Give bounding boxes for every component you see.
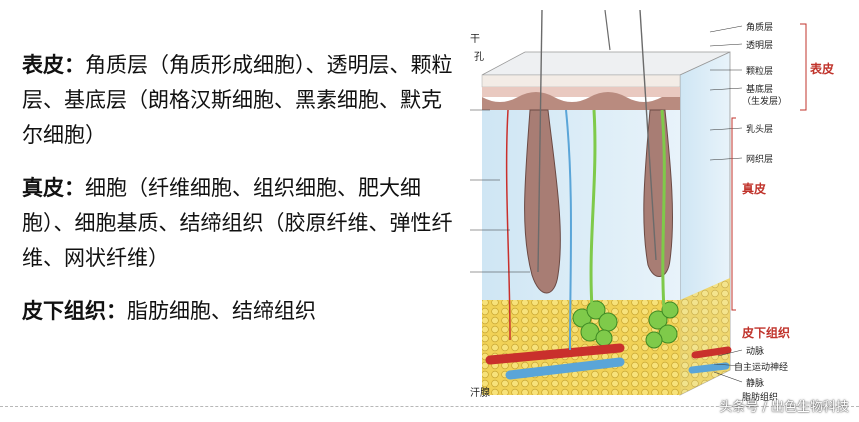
desc-dermis: 细胞（纤维细胞、组织细胞、肥大细胞）、细胞基质、结缔组织（胶原纤维、弹性纤维、网… — [22, 176, 453, 270]
sweat-duct-2 — [660, 109, 666, 311]
term-dermis: 真皮： — [22, 176, 85, 200]
artery-side — [691, 346, 732, 359]
paragraph-epidermis: 表皮：角质层（角质形成细胞）、透明层、颗粒层、基底层（朗格汉斯细胞、黑素细胞、默… — [22, 48, 462, 153]
capillary-blue — [565, 109, 572, 351]
paragraph-dermis: 真皮：细胞（纤维细胞、组织细胞、肥大细胞）、细胞基质、结缔组织（胶原纤维、弹性纤… — [22, 171, 462, 276]
label-nerve: 自主运动神经 — [734, 363, 789, 373]
vein-side — [688, 362, 730, 374]
leader-lines — [470, 25, 743, 383]
hair-shaft-3 — [604, 10, 611, 51]
label-papillary: 乳头层 — [746, 125, 774, 135]
artery — [485, 343, 625, 365]
capillary-red — [505, 109, 511, 341]
left-label-2: 汗腺 — [470, 388, 490, 399]
left-label-1: 孔 — [474, 52, 484, 63]
stratum-corneum — [481, 74, 681, 88]
label-germinative: （生发层） — [742, 97, 788, 107]
paragraph-subcutis: 皮下组织：脂肪细胞、结缔组织 — [22, 294, 462, 329]
label-stratum-lucidum: 透明层 — [746, 41, 774, 51]
label-artery: 动脉 — [746, 347, 765, 357]
label-vein: 静脉 — [746, 379, 765, 389]
hair-shaft-2 — [639, 10, 657, 261]
desc-epidermis: 角质层（角质形成细胞）、透明层、颗粒层、基底层（朗格汉斯细胞、黑素细胞、默克尔细… — [22, 53, 453, 147]
term-subcutis: 皮下组织： — [22, 299, 127, 323]
hair-follicle-1 — [524, 109, 561, 294]
group-epidermis: 表皮 — [810, 62, 835, 76]
label-stratum-basale: 基底层 — [746, 85, 774, 95]
skin-diagram: 干 孔 汗腺 角质层 透明层 颗粒层 基底层 （生发层） 乳头层 网织层 动脉 … — [470, 10, 854, 405]
granular-layer — [482, 87, 680, 97]
sweat-duct-1 — [589, 109, 597, 309]
watermark: 头条号 / 出色生物科技 — [719, 400, 849, 415]
label-stratum-granulosum: 颗粒层 — [746, 67, 774, 77]
bottom-dashed-rule — [0, 406, 859, 407]
hair-shaft-1 — [537, 10, 543, 273]
term-epidermis: 表皮： — [22, 53, 85, 77]
group-dermis: 真皮 — [742, 182, 767, 196]
label-fat: 脂肪组织 — [742, 393, 779, 403]
group-subcutis: 皮下组织 — [742, 326, 791, 340]
text-panel: 表皮：角质层（角质形成细胞）、透明层、颗粒层、基底层（朗格汉斯细胞、黑素细胞、默… — [22, 48, 462, 339]
vein — [505, 357, 625, 380]
skin-illustration — [470, 10, 743, 396]
label-reticular: 网织层 — [746, 155, 774, 165]
desc-subcutis: 脂肪细胞、结缔组织 — [127, 299, 316, 323]
sweat-gland-2 — [645, 301, 679, 349]
label-stratum-corneum: 角质层 — [746, 23, 774, 33]
sweat-gland-1 — [572, 300, 618, 347]
left-label-0: 干 — [470, 34, 480, 45]
basal-layer — [482, 92, 680, 110]
